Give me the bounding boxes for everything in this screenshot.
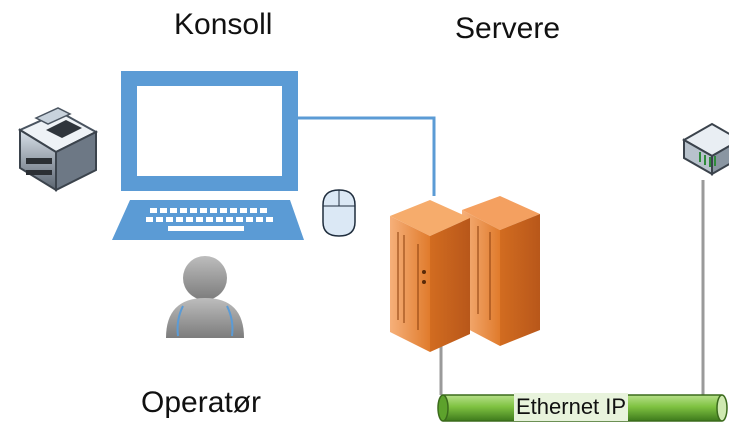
user-icon [166, 256, 244, 338]
ethernet-label: Ethernet IP [514, 393, 629, 421]
servers-label: Servere [455, 12, 561, 45]
printer-icon [17, 107, 99, 192]
monitor-icon [121, 71, 298, 191]
server-rack-icon [390, 196, 540, 352]
network-switch-icon [681, 122, 729, 176]
console-label: Konsoll [174, 8, 273, 41]
operator-label: Operatør [141, 386, 262, 419]
console-server-cable [298, 116, 436, 196]
keyboard-icon [112, 200, 304, 240]
mouse-icon [322, 189, 356, 237]
